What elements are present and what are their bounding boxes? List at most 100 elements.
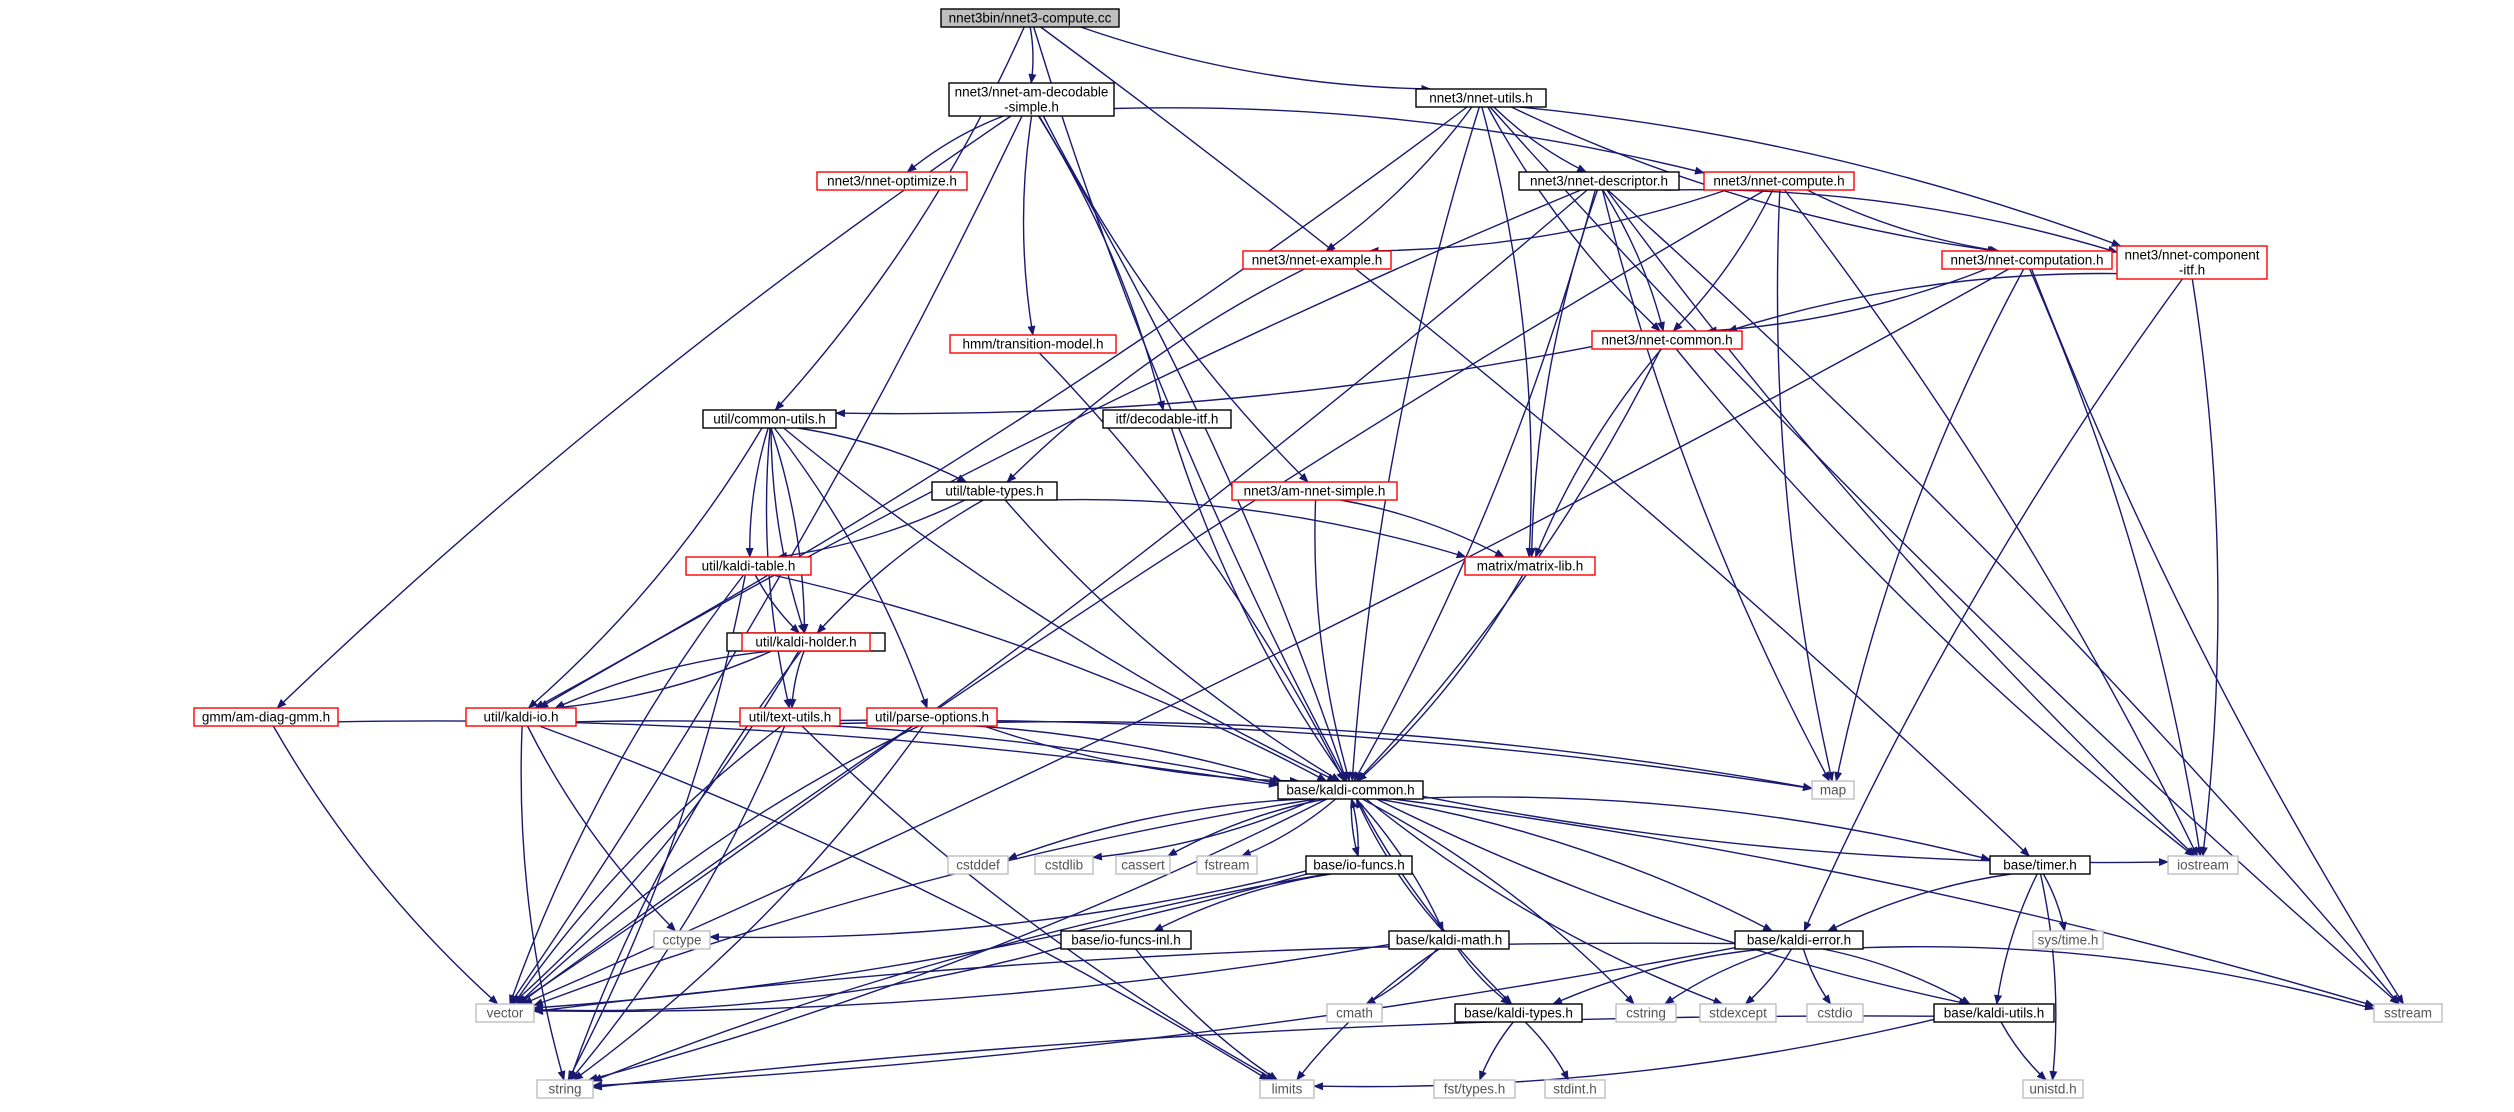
node-label-cmath: cmath [1336,1006,1373,1021]
edge-kcommon-to-fstream [1240,798,1337,857]
node-kcommon[interactable]: base/kaldi-common.h [1277,780,1424,800]
node-computation[interactable]: nnet3/nnet-computation.h [1941,250,2113,270]
node-label-iofuncsinl: base/io-funcs-inl.h [1071,933,1181,948]
edge-decitf-to-kcommon [1170,427,1347,782]
edge-kcommon-to-iostream [1422,795,2169,867]
node-parseopts[interactable]: util/parse-options.h [866,707,998,727]
node-label-tabletypes: util/table-types.h [945,484,1043,499]
node-label-sstream: sstream [2384,1006,2432,1021]
edge-utils-to-kcommon [1348,106,1480,782]
edge-kaldiio-to-string [520,725,566,1081]
node-label-stdint: stdint.h [1553,1082,1597,1097]
edge-parseopts-to-map [996,721,1813,791]
edge-kerror-to-kutils [1822,948,1971,1005]
node-matrixlib[interactable]: matrix/matrix-lib.h [1464,556,1596,576]
node-label-holder: util/kaldi-holder.h [755,635,856,650]
node-kmath[interactable]: base/kaldi-math.h [1388,930,1510,950]
edge-computation-to-map [1834,268,2025,782]
node-gmm[interactable]: gmm/am-diag-gmm.h [193,707,339,727]
node-label-cassert: cassert [1121,858,1165,873]
edge-parseopts-to-kcommon [983,725,1300,785]
node-label-kalditable: util/kaldi-table.h [702,559,796,574]
node-common[interactable]: nnet3/nnet-common.h [1591,330,1743,350]
node-stdint: stdint.h [1544,1079,1606,1099]
edge-common-to-iostream [1675,348,2195,857]
edge-computation-to-vector [522,268,2010,1005]
node-optimize[interactable]: nnet3/nnet-optimize.h [816,171,968,191]
edge-kaldiio-to-cctype [526,725,677,932]
edge-kcommon-to-sstream [1393,798,2375,1008]
edge-kerror-to-sstream [1862,945,2375,1011]
node-hmm[interactable]: hmm/transition-model.h [949,334,1117,354]
node-compute[interactable]: nnet3/nnet-compute.h [1703,171,1855,191]
edge-utils-to-example [1325,106,1473,252]
node-label-cstddef: cstddef [956,858,1000,873]
edge-commonutils-to-kcommon [783,427,1338,782]
edge-tabletypes-to-kalditable [777,499,966,560]
edge-amdec-to-gmm [276,115,1012,709]
node-label-textutils: util/text-utils.h [749,710,832,725]
edge-ktypes-to-fsttypes [1479,1021,1514,1081]
edge-descriptor-to-iostream [1606,189,2196,857]
node-utils[interactable]: nnet3/nnet-utils.h [1415,88,1547,108]
edge-holder-to-kaldiio [554,650,773,712]
node-kutils[interactable]: base/kaldi-utils.h [1933,1003,2055,1023]
edge-parseopts-to-vector [517,725,920,1005]
edge-commonutils-to-kaldiio [527,427,763,709]
node-stdexcept: stdexcept [1699,1003,1777,1023]
node-tabletypes[interactable]: util/table-types.h [931,481,1058,501]
edge-amdec-to-hmm [1022,115,1036,336]
edge-utils-to-common [1487,106,1661,332]
edge-kmath-to-ktypes [1457,948,1511,1005]
node-string: string [536,1079,594,1099]
node-example[interactable]: nnet3/nnet-example.h [1242,250,1392,270]
node-timer[interactable]: base/timer.h [1989,855,2091,875]
edge-common-to-kcommon [1356,348,1662,782]
edge-kcommon-to-cstddef [1007,798,1306,860]
edge-ktypes-to-stdint [1524,1021,1569,1081]
node-decitf[interactable]: itf/decodable-itf.h [1102,409,1232,429]
node-cstddef: cstddef [947,855,1009,875]
node-compitf[interactable]: nnet3/nnet-component-itf.h [2116,245,2268,280]
edge-kcommon-to-kerror [1377,798,1773,932]
edge-compute-to-map [1776,189,1835,782]
node-amdec[interactable]: nnet3/nnet-am-decodable-simple.h [948,82,1115,117]
edge-compitf-to-common [1727,272,2118,333]
node-iofuncsinl[interactable]: base/io-funcs-inl.h [1060,930,1192,950]
node-label-amdec: nnet3/nnet-am-decodable [955,85,1109,100]
node-cstring: cstring [1615,1003,1677,1023]
node-cstdlib: cstdlib [1034,855,1094,875]
node-kalditable[interactable]: util/kaldi-table.h [685,556,812,576]
node-label-stdexcept: stdexcept [1709,1006,1767,1021]
node-amnnet[interactable]: nnet3/am-nnet-simple.h [1231,481,1398,501]
edge-textutils-to-limits [801,725,1276,1081]
edge-textutils-to-string [569,725,786,1081]
edge-utils-to-computation [1510,106,1998,254]
edge-kerror-to-stdexcept [1744,948,1793,1005]
edge-compute-to-common [1672,189,1774,332]
edge-common-to-matrixlib [1534,348,1663,558]
node-cassert: cassert [1115,855,1171,875]
edge-descriptor-to-matrixlib [1527,189,1599,558]
node-ktypes[interactable]: base/kaldi-types.h [1454,1003,1583,1023]
node-iofuncs[interactable]: base/io-funcs.h [1305,855,1413,875]
node-label-iofuncs: base/io-funcs.h [1313,858,1405,873]
node-kaldiio[interactable]: util/kaldi-io.h [465,707,577,727]
edge-computation-to-iostream [2028,268,2203,857]
node-label-commonutils: util/common-utils.h [713,412,826,427]
edge-amdec-to-optimize [906,115,1004,173]
node-textutils[interactable]: util/text-utils.h [739,707,841,727]
node-label-fstream: fstream [1204,858,1249,873]
edge-commonutils-to-kalditable [745,427,769,558]
node-commonutils[interactable]: util/common-utils.h [702,409,837,429]
edge-amdec-to-compute [1113,107,1705,175]
node-descriptor[interactable]: nnet3/nnet-descriptor.h [1518,171,1680,191]
edge-root-to-amdec [1028,26,1037,84]
edge-simpleio-to-vector [511,650,800,1005]
node-holder[interactable]: util/kaldi-holder.h [741,632,871,652]
node-kerror[interactable]: base/kaldi-error.h [1734,930,1864,950]
node-label-optimize: nnet3/nnet-optimize.h [827,174,957,189]
node-label-iostream: iostream [2177,858,2229,873]
edge-compute-to-iostream [1784,189,2199,857]
edge-kalditable-to-kcommon [772,574,1328,782]
